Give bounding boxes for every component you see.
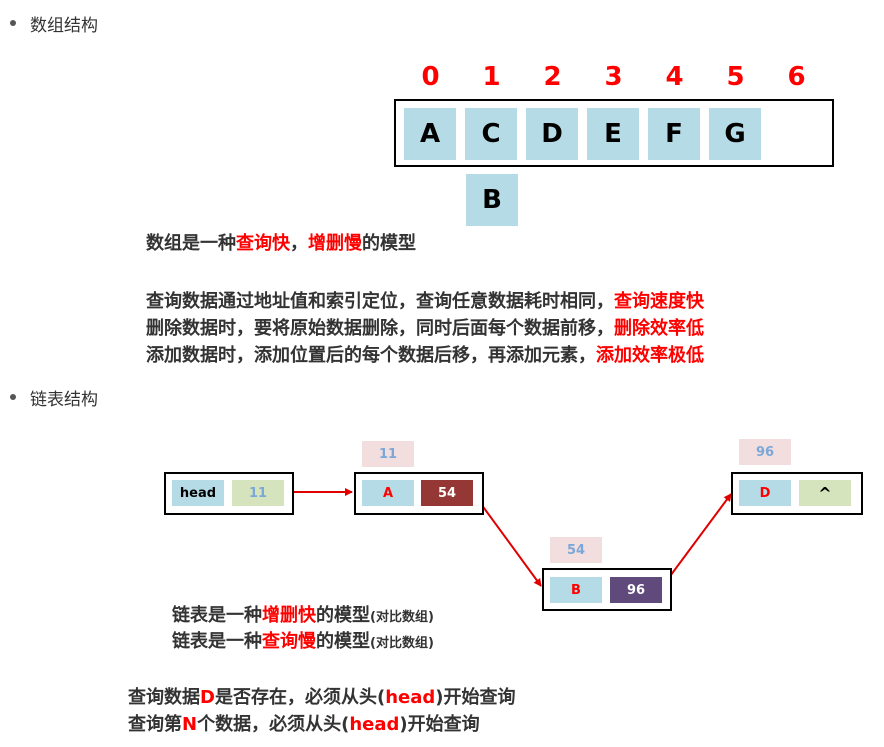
head-pointer: 11 — [232, 480, 284, 506]
inserted-cell: B — [466, 174, 518, 226]
bullet-icon — [10, 20, 16, 26]
node-b-address: 54 — [550, 537, 602, 563]
bullet-icon — [10, 394, 16, 400]
node-a-pointer: 54 — [421, 480, 473, 506]
node-a-value: A — [362, 480, 414, 506]
node-a-address: 11 — [362, 441, 414, 467]
node-d-value: D — [739, 480, 791, 506]
array-section-title: 数组结构 — [30, 16, 98, 36]
array-cell: C — [465, 108, 517, 160]
array-index: 2 — [543, 62, 562, 92]
head-label: head — [172, 480, 224, 506]
array-summary: 数组是一种查询快，增删慢的模型 — [146, 233, 416, 254]
array-detail-line: 删除数据时，要将原始数据删除，同时后面每个数据前移，删除效率低 — [146, 318, 704, 339]
array-index: 6 — [787, 62, 806, 92]
array-detail-line: 添加数据时，添加位置后的每个数据后移，再添加元素，添加效率极低 — [146, 345, 704, 366]
arrow-a-to-b — [472, 492, 542, 587]
array-index: 5 — [726, 62, 745, 92]
query-line: 查询第N个数据，必须从头(head)开始查询 — [128, 714, 480, 735]
linked-section-title: 链表结构 — [30, 390, 98, 410]
array-index: 0 — [421, 62, 440, 92]
node-d-pointer: ^ — [799, 480, 851, 506]
array-cell: F — [648, 108, 700, 160]
arrow-b-to-d — [661, 493, 732, 588]
node-b-pointer: 96 — [610, 577, 662, 603]
linked-desc-line: 链表是一种增删快的模型(对比数组) — [172, 605, 434, 626]
array-cell: A — [404, 108, 456, 160]
array-index: 4 — [665, 62, 684, 92]
array-cell: D — [526, 108, 578, 160]
query-line: 查询数据D是否存在，必须从头(head)开始查询 — [128, 687, 516, 708]
array-cell: E — [587, 108, 639, 160]
node-d-address: 96 — [739, 439, 791, 465]
array-detail-line: 查询数据通过地址值和索引定位，查询任意数据耗时相同，查询速度快 — [146, 291, 704, 312]
node-b-value: B — [550, 577, 602, 603]
linked-desc-line: 链表是一种查询慢的模型(对比数组) — [172, 631, 434, 652]
array-index: 1 — [482, 62, 501, 92]
array-cell: G — [709, 108, 761, 160]
array-index: 3 — [604, 62, 623, 92]
